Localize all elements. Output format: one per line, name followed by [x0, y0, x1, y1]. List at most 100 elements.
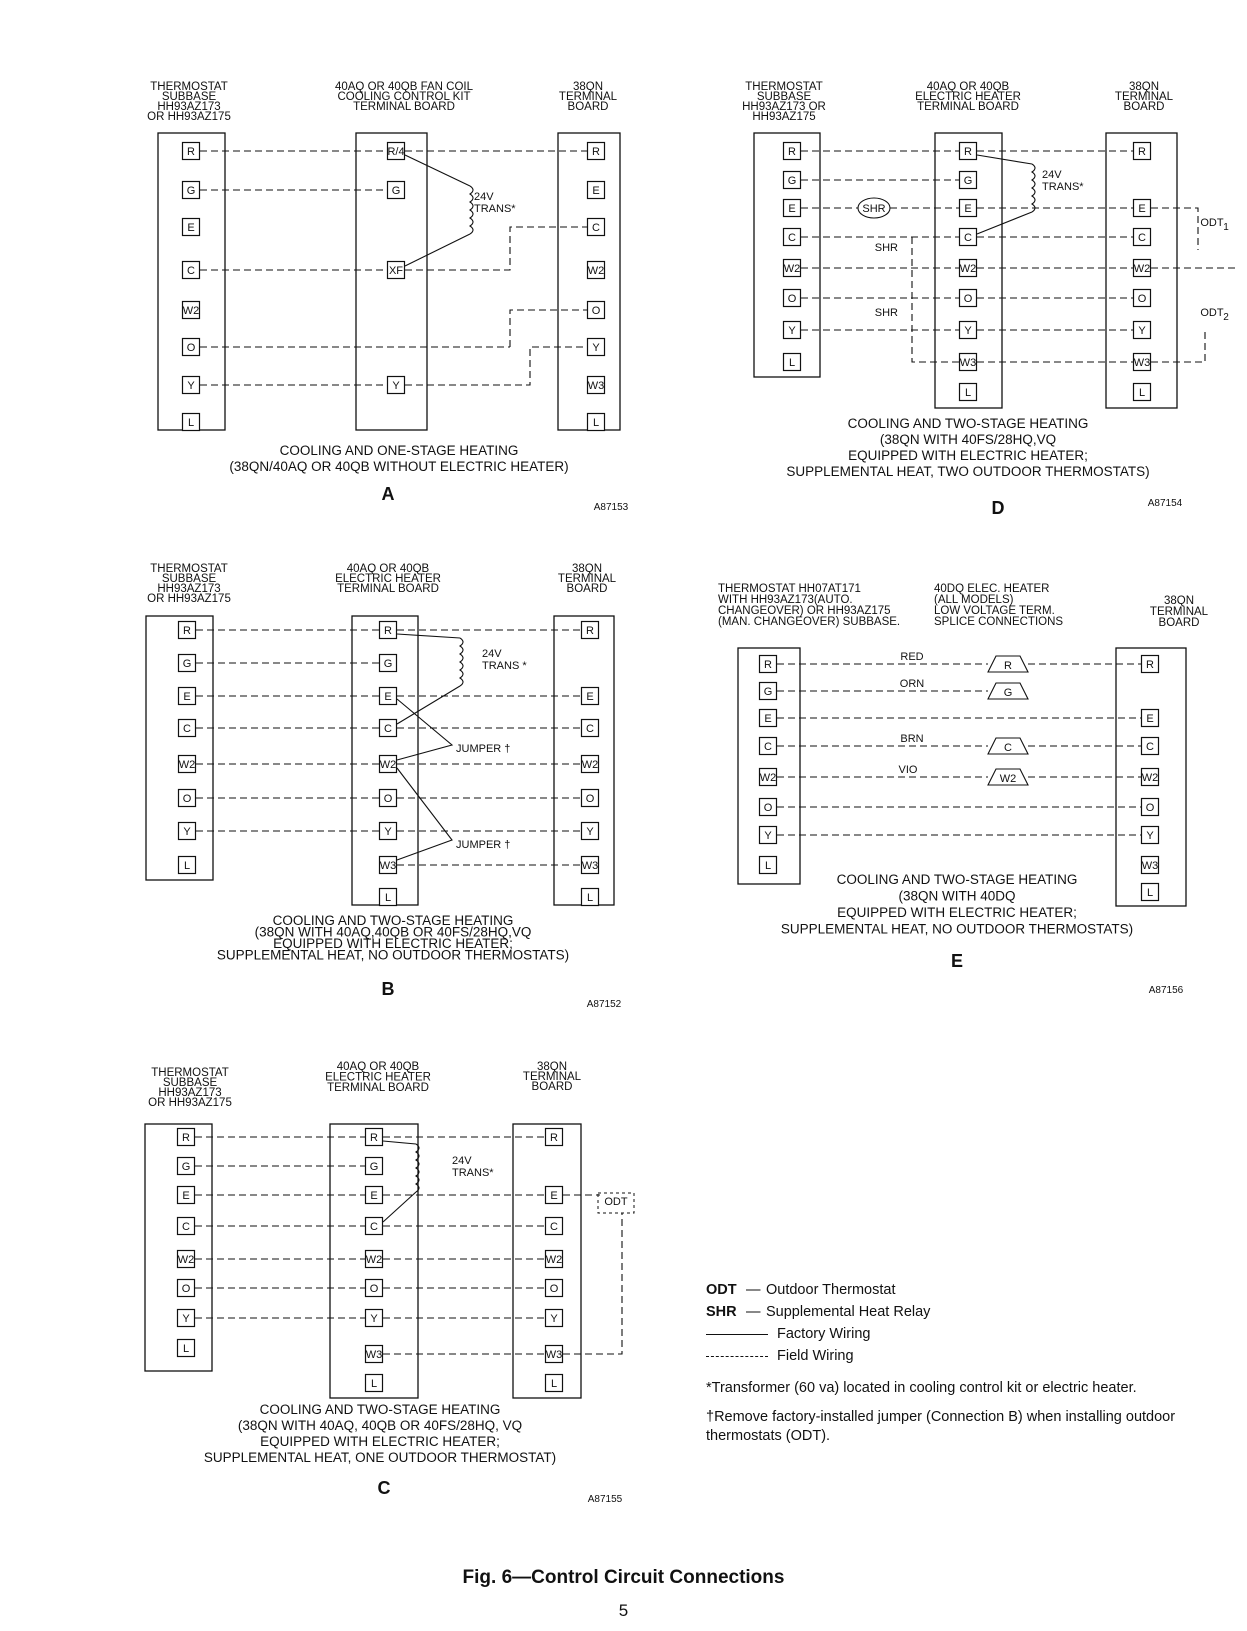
terminal-box	[958, 352, 978, 372]
terminal-box	[378, 788, 398, 808]
terminal-box	[1140, 767, 1160, 787]
terminal-label-l: L	[188, 417, 194, 429]
terminal-label-e: E	[1146, 713, 1153, 725]
terminal-label-y: Y	[1138, 325, 1146, 337]
transformer-label: TRANS*	[474, 203, 516, 215]
terminal-box	[782, 227, 802, 247]
terminal-label-w3: W3	[1134, 357, 1151, 369]
terminal-label-e: E	[384, 691, 391, 703]
caption: COOLING AND ONE-STAGE HEATING	[280, 443, 519, 458]
terminal-label-r: R	[384, 625, 392, 637]
terminal-box	[181, 260, 201, 280]
terminal-box	[958, 141, 978, 161]
terminal-box	[580, 855, 600, 875]
terminal-label-c: C	[183, 723, 191, 735]
terminal-box	[176, 1185, 196, 1205]
terminal-label-c: C	[187, 265, 195, 277]
terminal-box	[758, 681, 778, 701]
left-header: (MAN. CHANGEOVER) SUBBASE.	[718, 616, 900, 628]
terminal-label-o: O	[384, 793, 393, 805]
caption: COOLING AND TWO-STAGE HEATING	[273, 913, 514, 928]
left-header: THERMOSTAT	[150, 563, 228, 575]
terminal-label-c: C	[182, 1221, 190, 1233]
transformer-wire	[404, 154, 471, 187]
terminal-label-w2: W2	[1134, 263, 1151, 275]
terminal-box	[586, 260, 606, 280]
jumper-label: JUMPER †	[456, 839, 510, 851]
terminal-label-c: C	[384, 723, 392, 735]
transformer-coil-icon	[415, 1143, 420, 1193]
terminal-box	[958, 170, 978, 190]
terminal-box	[177, 620, 197, 640]
diagram-code: A87153	[594, 502, 629, 513]
terminal-label-o: O	[586, 793, 595, 805]
terminal-box	[544, 1373, 564, 1393]
terminal-label-y: Y	[964, 325, 972, 337]
right-header: BOARD	[532, 1081, 573, 1093]
terminal-label-o: O	[964, 293, 973, 305]
terminal-box	[586, 375, 606, 395]
terminal-label-w3: W3	[1142, 860, 1159, 872]
middle-header: COOLING CONTROL KIT	[337, 91, 470, 103]
transformer-label: TRANS*	[1042, 181, 1084, 193]
terminal-box	[386, 375, 406, 395]
terminal-label-g: G	[764, 686, 773, 698]
terminal-label-w3: W3	[582, 860, 599, 872]
terminal-label-e: E	[964, 203, 971, 215]
terminal-box	[758, 767, 778, 787]
terminal-label-c: C	[370, 1221, 378, 1233]
terminal-box	[386, 141, 406, 161]
middle-header: TERMINAL BOARD	[917, 101, 1019, 113]
terminal-label-l: L	[587, 892, 593, 904]
terminal-label-o: O	[370, 1283, 379, 1295]
wire-color-label: BRN	[900, 733, 923, 745]
terminal-label-e: E	[183, 691, 190, 703]
terminal-box	[782, 170, 802, 190]
odt-label: ODT	[604, 1196, 628, 1208]
terminal-label-w2: W2	[366, 1254, 383, 1266]
left-header: SUBBASE	[162, 91, 217, 103]
wire-color-label: ORN	[900, 678, 925, 690]
terminal-box	[586, 180, 606, 200]
transformer-label: TRANS *	[482, 660, 527, 672]
caption: SUPPLEMENTAL HEAT, NO OUTDOOR THERMOSTAT…	[781, 922, 1133, 937]
terminal-label-w2: W2	[178, 1254, 195, 1266]
right-header: TERMINAL	[558, 573, 617, 585]
terminal-label-e: E	[592, 185, 599, 197]
terminal-label-r: R	[788, 146, 796, 158]
terminal-box	[176, 1278, 196, 1298]
transformer-label: 24V	[474, 191, 494, 203]
jumper-wire	[396, 767, 453, 861]
terminal-label-y: Y	[788, 325, 796, 337]
terminal-box	[378, 718, 398, 738]
terminal-label-o: O	[764, 802, 773, 814]
transformer-label: 24V	[1042, 169, 1062, 181]
terminal-box	[958, 288, 978, 308]
terminal-box	[1132, 382, 1152, 402]
transformer-wire	[382, 1140, 417, 1145]
terminal-box	[782, 352, 802, 372]
transformer-note: *Transformer (60 va) located in cooling …	[706, 1380, 1137, 1396]
terminal-box	[364, 1308, 384, 1328]
transformer-wire	[382, 1191, 417, 1223]
terminal-label-y: Y	[1146, 830, 1154, 842]
middle-header: (ALL MODELS)	[934, 594, 1014, 606]
terminal-label-e: E	[550, 1190, 557, 1202]
terminal-label-g: G	[392, 185, 401, 197]
terminal-label-l: L	[385, 892, 391, 904]
splice-connector-icon	[987, 737, 1029, 755]
terminal-label-y: Y	[182, 1313, 190, 1325]
left-header: HH93AZ173	[157, 101, 220, 113]
middle-header: 40AQ OR 40QB	[337, 1061, 420, 1073]
terminal-box	[580, 718, 600, 738]
terminal-box	[580, 887, 600, 907]
odt1-subscript: 1	[1223, 222, 1229, 233]
terminal-box	[544, 1185, 564, 1205]
terminal-label-o: O	[550, 1283, 559, 1295]
terminal-label-e: E	[586, 691, 593, 703]
terminal-box	[378, 620, 398, 640]
diagram-letter: E	[951, 951, 963, 971]
terminal-label-g: G	[187, 185, 196, 197]
caption: COOLING AND TWO-STAGE HEATING	[260, 1402, 501, 1417]
terminal-box	[958, 227, 978, 247]
